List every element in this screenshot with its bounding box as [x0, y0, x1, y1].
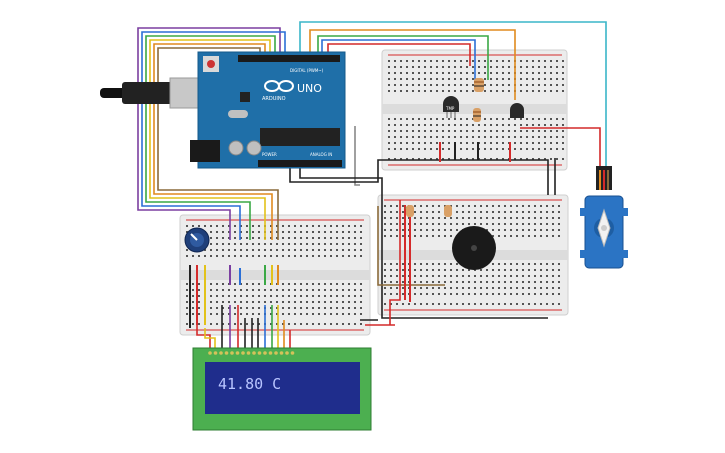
resistor-top-2[interactable]	[473, 108, 481, 122]
temperature-sensor[interactable]: TMP	[443, 96, 459, 118]
arduino-model-label: UNO	[297, 82, 322, 95]
arduino-brand-label: ARDUINO	[262, 96, 286, 102]
arduino-power-header-label: POWER	[262, 152, 277, 157]
temp-sensor-label: TMP	[445, 106, 455, 111]
resistor-middle-right-1[interactable]	[406, 205, 414, 217]
wire-bundle-top	[299, 21, 607, 170]
wire-misc	[289, 126, 601, 326]
resistor-top-1[interactable]	[474, 78, 484, 92]
arduino-uno-board[interactable]: ARDUINO UNO DIGITAL (PWM~) POWER ANALOG …	[100, 51, 346, 169]
arduino-analog-header-label: ANALOG IN	[310, 152, 332, 157]
lcd-16x2-module[interactable]: 41.80 C	[192, 347, 372, 431]
arduino-digital-header-label: DIGITAL (PWM~)	[290, 68, 324, 73]
lcd-pins	[208, 351, 295, 355]
piezo-buzzer[interactable]	[452, 226, 496, 270]
potentiometer[interactable]	[184, 227, 210, 253]
jumpers-middle-left	[189, 265, 279, 328]
arduino-logo-icon	[264, 80, 294, 92]
wire-bundle-left	[137, 27, 286, 240]
servo-motor[interactable]	[580, 166, 628, 269]
transistor[interactable]	[510, 103, 524, 118]
jumpers-top-right	[439, 142, 511, 162]
lcd-display-text: 41.80 C	[218, 375, 281, 393]
resistor-middle-right-2[interactable]	[444, 205, 452, 217]
breadboard-middle-left	[179, 214, 371, 336]
wires-to-lcd	[196, 305, 291, 350]
